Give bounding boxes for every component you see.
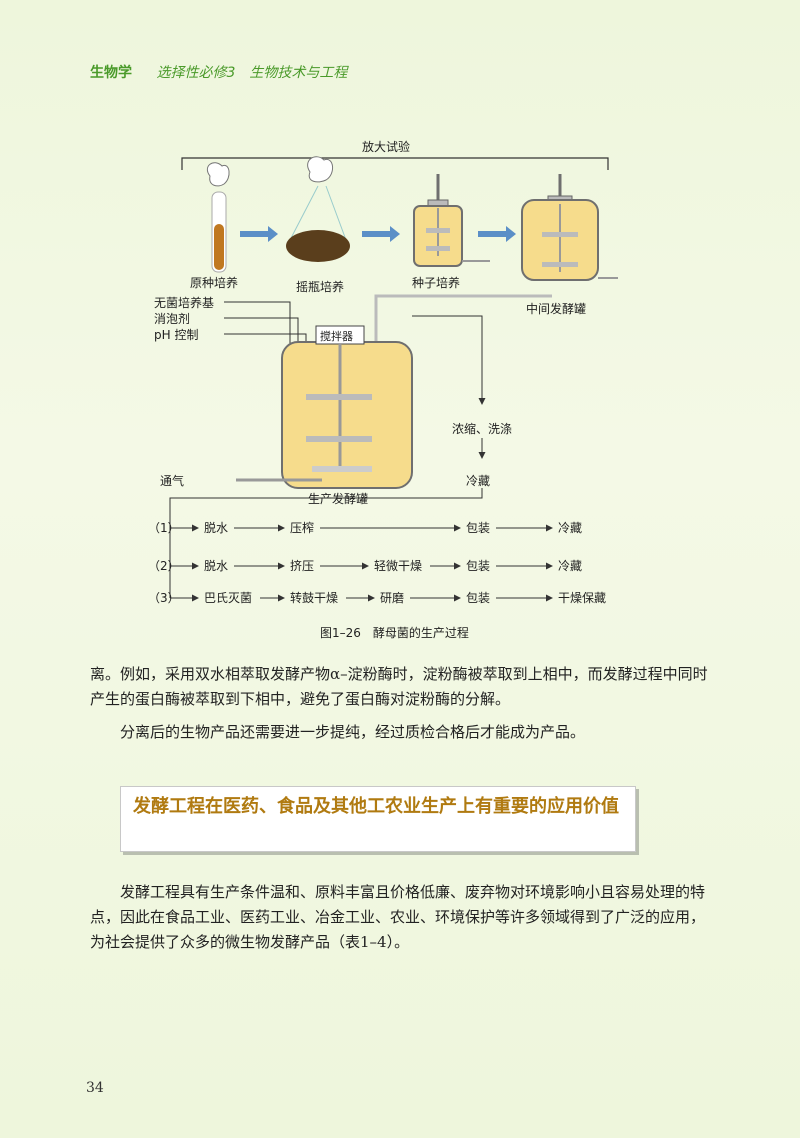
medium-label: 无菌培养基 — [154, 296, 215, 310]
production-tank-icon — [236, 325, 413, 489]
route-step: 脱水 — [204, 559, 229, 573]
yeast-production-figure: 放大试验 原种培养 摇瓶培养 种子培养 中间发酵罐 无菌培养基 消泡剂 pH 控… — [140, 136, 660, 646]
stage-seed-label: 种子培养 — [412, 276, 461, 290]
concentrate-label: 浓缩、洗涤 — [452, 422, 513, 436]
process-diagram — [169, 156, 618, 602]
production-tank-label: 生产发酵罐 — [308, 492, 369, 506]
antifoam-label: 消泡剂 — [154, 312, 191, 326]
ph-label: pH 控制 — [154, 328, 199, 342]
route-step: 转鼓干燥 — [290, 591, 339, 605]
route-number: （3） — [148, 591, 180, 605]
scale-up-bracket — [181, 157, 609, 170]
aeration-label: 通气 — [160, 474, 185, 488]
route-step: 干燥保藏 — [558, 591, 607, 605]
page-number: 34 — [86, 1080, 104, 1096]
running-header: 生物学 选择性必修3 生物技术与工程 — [90, 62, 347, 82]
route-step: 冷藏 — [558, 559, 583, 573]
route-step: 巴氏灭菌 — [204, 591, 253, 605]
seed-tank-icon — [413, 174, 490, 267]
route-number: （2） — [148, 559, 180, 573]
route-step: 研磨 — [380, 591, 405, 605]
route-step: 脱水 — [204, 521, 229, 535]
refrigerate-label: 冷藏 — [466, 474, 491, 488]
route-step: 冷藏 — [558, 521, 583, 535]
figure-caption: 图1–26 酵母菌的生产过程 — [320, 626, 469, 640]
route-step: 轻微干燥 — [374, 559, 423, 573]
route-arrows — [170, 524, 553, 602]
route-step: 挤压 — [290, 559, 315, 573]
to-concentrate-line — [412, 315, 486, 405]
flow-arrow-1 — [240, 231, 268, 237]
route-step: 压榨 — [290, 521, 315, 535]
paragraph-3: 发酵工程具有生产条件温和、原料丰富且价格低廉、废弃物对环境影响小且容易处理的特点… — [90, 883, 706, 951]
route-step: 包装 — [466, 521, 491, 535]
shake-flask-icon — [286, 156, 350, 262]
flow-arrow-3 — [478, 231, 506, 237]
stage-flask-label: 摇瓶培养 — [296, 280, 345, 294]
stage-intermediate-label: 中间发酵罐 — [526, 302, 587, 316]
stage-stock-label: 原种培养 — [190, 276, 239, 290]
paragraph-1: 离。例如，采用双水相萃取发酵产物α–淀粉酶时，淀粉酶被萃取到上相中，而发酵过程中… — [90, 665, 708, 708]
route-step: 包装 — [466, 591, 491, 605]
route-number: （1） — [148, 521, 180, 535]
course-title: 选择性必修3 生物技术与工程 — [156, 65, 348, 81]
antifoam-line — [224, 317, 302, 353]
paragraph-2: 分离后的生物产品还需要进一步提纯，经过质检合格后才能成为产品。 — [120, 723, 586, 741]
intermediate-tank-icon — [521, 174, 618, 281]
test-tube-icon — [206, 162, 230, 273]
route-bus — [169, 488, 483, 598]
stirrer-label: 搅拌器 — [320, 330, 353, 343]
scale-up-label: 放大试验 — [362, 140, 411, 154]
flow-arrow-2 — [362, 231, 390, 237]
route-step: 包装 — [466, 559, 491, 573]
section-heading-box: 发酵工程在医药、食品及其他工农业生产上有重要的应用价值 — [120, 786, 636, 852]
section-title: 发酵工程在医药、食品及其他工农业生产上有重要的应用价值 — [133, 796, 619, 817]
book-title: 生物学 — [90, 65, 132, 81]
transfer-pipe — [374, 294, 552, 348]
medium-line — [224, 301, 294, 353]
